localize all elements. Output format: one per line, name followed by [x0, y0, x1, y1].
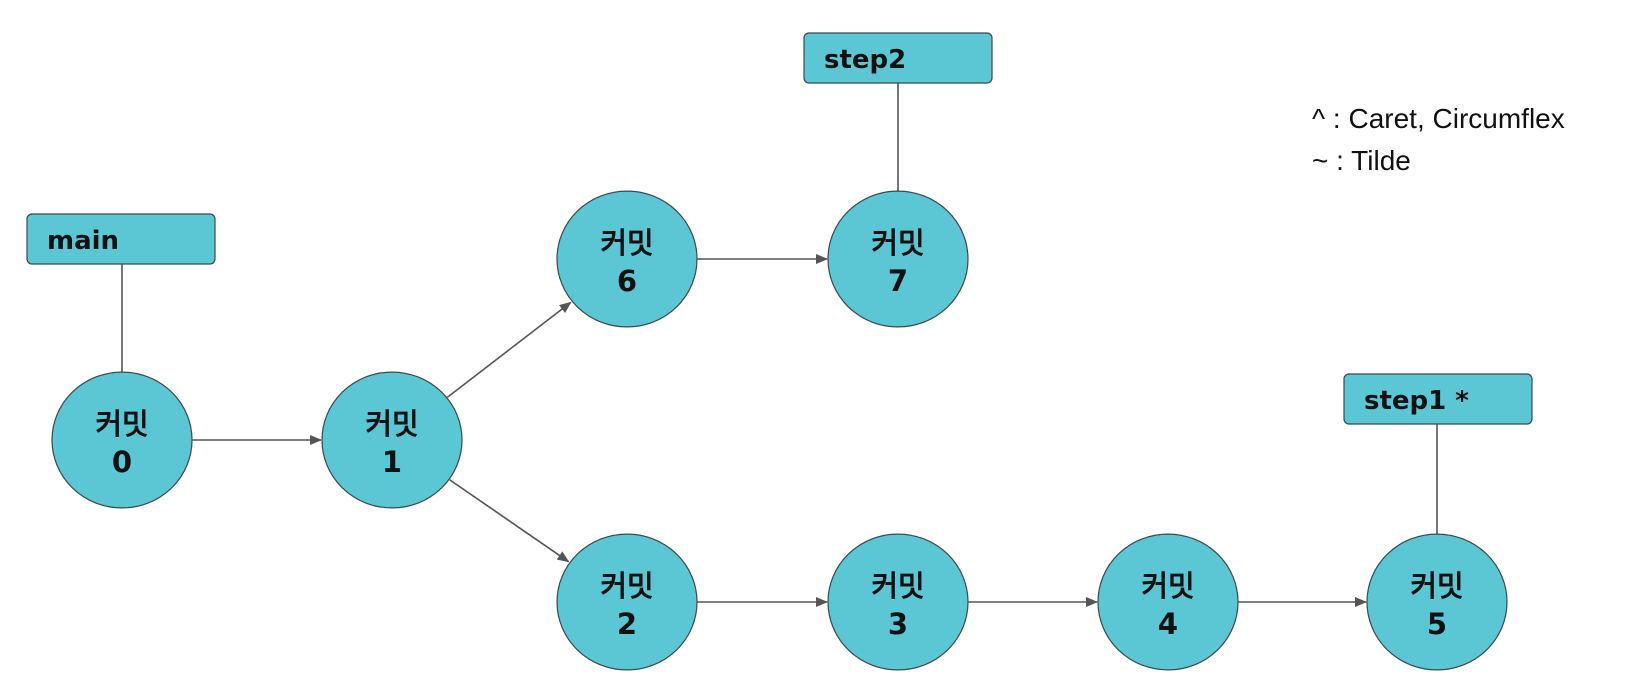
edge-c1-to-c2 [449, 479, 570, 563]
branch-label-main: main [26, 213, 216, 265]
commit-number: 5 [1427, 607, 1447, 641]
commit-number: 7 [888, 264, 908, 298]
nodes-layer: 커밋 0 커밋 1 커밋 2 커밋 3 커밋 4 커밋 5 커밋 6 커밋 7 [51, 190, 1508, 671]
commit-node-5: 커밋 5 [1366, 533, 1508, 671]
commit-title: 커밋 [365, 407, 418, 441]
commit-circle [556, 533, 698, 671]
legend-tilde: ~ : Tilde [1312, 145, 1411, 176]
commit-node-0: 커밋 0 [51, 371, 193, 509]
commit-circle [827, 190, 969, 328]
commit-node-4: 커밋 4 [1097, 533, 1239, 671]
branch-label-text: main [47, 226, 119, 256]
commit-circle [1097, 533, 1239, 671]
commit-node-2: 커밋 2 [556, 533, 698, 671]
branch-label-box [803, 32, 993, 84]
commit-number: 0 [112, 445, 132, 479]
commit-circle [1366, 533, 1508, 671]
branch-label-box [1343, 373, 1533, 425]
legend-caret: ^ : Caret, Circumflex [1312, 103, 1565, 134]
commit-node-7: 커밋 7 [827, 190, 969, 328]
legend: ^ : Caret, Circumflex ~ : Tilde [1312, 98, 1565, 182]
branch-label-text: step2 [824, 45, 906, 75]
commit-title: 커밋 [600, 569, 653, 603]
commit-circle [321, 371, 463, 509]
commit-number: 6 [617, 264, 637, 298]
commit-number: 2 [617, 607, 637, 641]
commit-title: 커밋 [1410, 569, 1463, 603]
branch-label-box [26, 213, 216, 265]
commit-node-1: 커밋 1 [321, 371, 463, 509]
branch-label-text: step1 * [1364, 386, 1469, 416]
branch-label-step2: step2 [803, 32, 993, 84]
commit-title: 커밋 [600, 226, 653, 260]
commit-title: 커밋 [95, 407, 148, 441]
commit-circle [827, 533, 969, 671]
branch-label-step1: step1 * [1343, 373, 1533, 425]
commit-number: 4 [1158, 607, 1178, 641]
commit-node-6: 커밋 6 [556, 190, 698, 328]
commit-title: 커밋 [1141, 569, 1194, 603]
commit-circle [51, 371, 193, 509]
commit-circle [556, 190, 698, 328]
edges-layer [192, 254, 1367, 607]
commit-number: 3 [888, 607, 908, 641]
label-stems-layer [121, 83, 1438, 535]
edge-c1-to-c6 [446, 301, 572, 398]
branch-labels-layer: main step2 step1 * [26, 32, 1533, 425]
commit-node-3: 커밋 3 [827, 533, 969, 671]
commit-number: 1 [382, 445, 402, 479]
commit-title: 커밋 [871, 569, 924, 603]
commit-title: 커밋 [871, 226, 924, 260]
